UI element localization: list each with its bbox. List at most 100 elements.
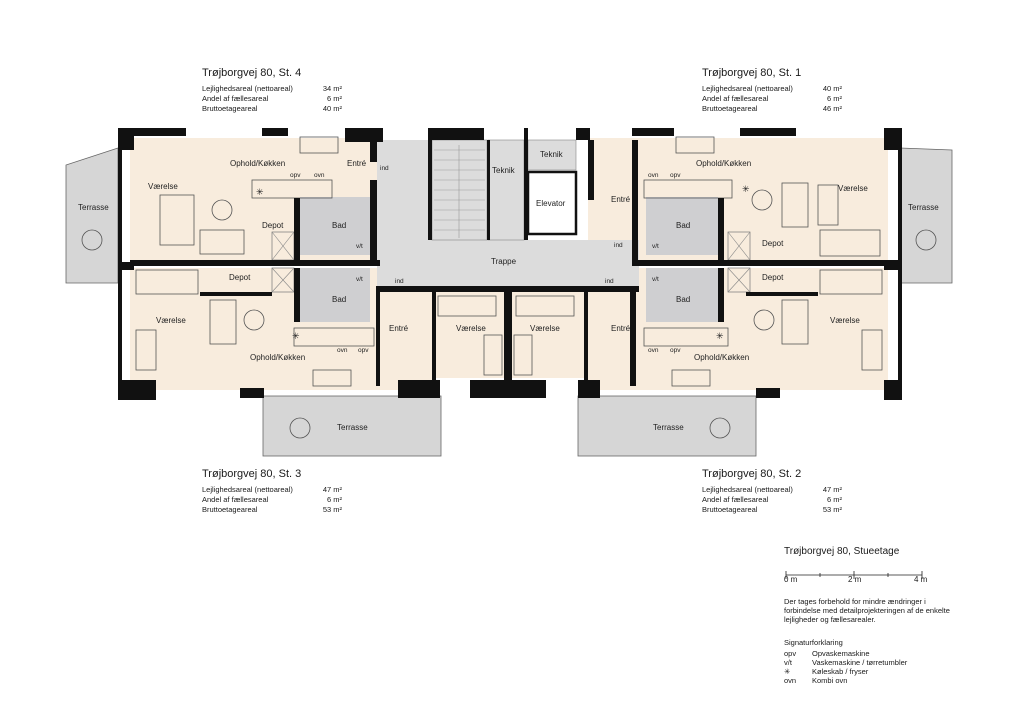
elevator-shaft xyxy=(526,170,578,236)
bath-st1 xyxy=(646,197,718,255)
terrace-table-w xyxy=(81,229,103,251)
label-depot-st3: Depot xyxy=(229,273,251,282)
label-vaerelse-st2: Værelse xyxy=(830,316,860,325)
label-vaerelse-st1: Værelse xyxy=(838,184,868,193)
label-terrasse-w: Terrasse xyxy=(78,203,109,212)
dining-st2 xyxy=(671,369,711,387)
bath-st2 xyxy=(646,268,718,322)
apartment-title: Trøjborgvej 80, St. 2 xyxy=(702,468,802,480)
label-ophold-st2: Ophold/Køkken xyxy=(694,353,749,362)
fridge-icon-st3: ✳ xyxy=(292,331,300,341)
label-opv-st4: opv xyxy=(290,172,301,179)
sofa-mid-left xyxy=(437,295,497,317)
terrace-east xyxy=(899,147,953,284)
label-ophold-st1: Ophold/Køkken xyxy=(696,159,751,168)
label-terrasse-sw: Terrasse xyxy=(337,423,368,432)
stair-treads xyxy=(434,145,485,238)
sofa-st2 xyxy=(781,299,809,345)
desk-mid-right xyxy=(513,334,533,376)
desk-st3 xyxy=(135,329,157,371)
area-row: Lejlighedsareal (nettoareal)34 m² xyxy=(202,84,342,93)
label-vaerelse-st3: Værelse xyxy=(156,316,186,325)
label-vaerelse-mid-r: Værelse xyxy=(530,324,560,333)
label-depot-st4: Depot xyxy=(262,221,284,230)
depot-box-st2 xyxy=(727,267,751,293)
fridge-icon: ✳ xyxy=(784,667,791,676)
fridge-icon-st2: ✳ xyxy=(716,331,724,341)
label-ind-4: ind xyxy=(605,278,614,285)
label-depot-st2: Depot xyxy=(762,273,784,282)
legend-item: ✳Køleskab / fryser xyxy=(784,667,869,676)
label-terrasse-se: Terrasse xyxy=(653,423,684,432)
legend-title: Signaturforklaring xyxy=(784,638,843,647)
dining-st1 xyxy=(675,136,715,154)
scale-label-2: 2 m xyxy=(848,575,862,584)
table-st4 xyxy=(211,199,233,221)
apartment-info-st3: Trøjborgvej 80, St. 3 Lejlighedsareal (n… xyxy=(202,468,342,515)
terrace-south-east xyxy=(577,395,757,457)
desk-mid-left xyxy=(483,334,503,376)
plan-title: Trøjborgvej 80, Stueetage xyxy=(784,546,900,557)
label-vt-st3: v/t xyxy=(356,276,363,283)
label-ophold-st3: Ophold/Køkken xyxy=(250,353,305,362)
area-row: Lejlighedsareal (nettoareal)47 m² xyxy=(702,485,842,494)
scale-label-0: 0 m xyxy=(784,575,798,584)
table-st2 xyxy=(753,309,775,331)
label-elevator: Elevator xyxy=(536,199,566,208)
label-opv-st2: opv xyxy=(670,347,681,354)
label-bad-st2: Bad xyxy=(676,295,690,304)
dining-st4 xyxy=(299,136,339,154)
bath-st3 xyxy=(300,268,370,322)
desk-st1 xyxy=(817,184,839,226)
label-depot-st1: Depot xyxy=(762,239,784,248)
kitchen-st4 xyxy=(251,179,333,199)
apartment-title: Trøjborgvej 80, St. 3 xyxy=(202,468,302,480)
terrace-west xyxy=(65,147,119,284)
label-vt-st4: v/t xyxy=(356,243,363,250)
label-bad-st1: Bad xyxy=(676,221,690,230)
disclaimer: Der tages forbehold for mindre ændringer… xyxy=(784,597,950,624)
apartment-info-st1: Trøjborgvej 80, St. 1 Lejlighedsareal (n… xyxy=(702,67,842,114)
teknik-room xyxy=(527,139,577,171)
desk-st2 xyxy=(861,329,883,371)
kitchen-st3 xyxy=(293,327,375,347)
fridge-icon-st4: ✳ xyxy=(256,187,264,197)
furniture xyxy=(81,136,937,439)
terrace-table-sw xyxy=(289,417,311,439)
dining-st3 xyxy=(312,369,352,387)
core xyxy=(377,139,639,288)
label-entre-st1: Entré xyxy=(611,195,631,204)
table-st1 xyxy=(751,189,773,211)
label-ovn-st1: ovn xyxy=(648,172,659,179)
label-ovn-st4: ovn xyxy=(314,172,325,179)
label-vt-st2: v/t xyxy=(652,276,659,283)
label-ind-1: ind xyxy=(380,165,389,172)
label-entre-st4: Entré xyxy=(347,159,367,168)
label-trappe: Trappe xyxy=(491,257,517,266)
bed-st3 xyxy=(135,269,199,295)
label-teknik-closet: Teknik xyxy=(492,166,516,175)
terrace-table-se xyxy=(709,417,731,439)
corridor xyxy=(377,240,639,288)
walls xyxy=(118,128,902,400)
sofa-st4 xyxy=(199,229,245,255)
label-opv-st3: opv xyxy=(358,347,369,354)
label-vaerelse-mid-l: Værelse xyxy=(456,324,486,333)
room-labels: Terrasse Terrasse Terrasse Terrasse Være… xyxy=(78,150,939,432)
sofa-st3 xyxy=(209,299,237,345)
label-ovn-st3: ovn xyxy=(337,347,348,354)
label-teknik-room: Teknik xyxy=(540,150,564,159)
bed-st1 xyxy=(819,229,881,257)
bath-st4 xyxy=(300,197,370,255)
fixture-labels: ind ind ind ind opv ovn ovn opv opv ovn … xyxy=(256,165,750,354)
teknik-closet xyxy=(487,139,525,241)
fridge-icon-st1: ✳ xyxy=(742,184,750,194)
label-entre-st2: Entré xyxy=(611,324,631,333)
